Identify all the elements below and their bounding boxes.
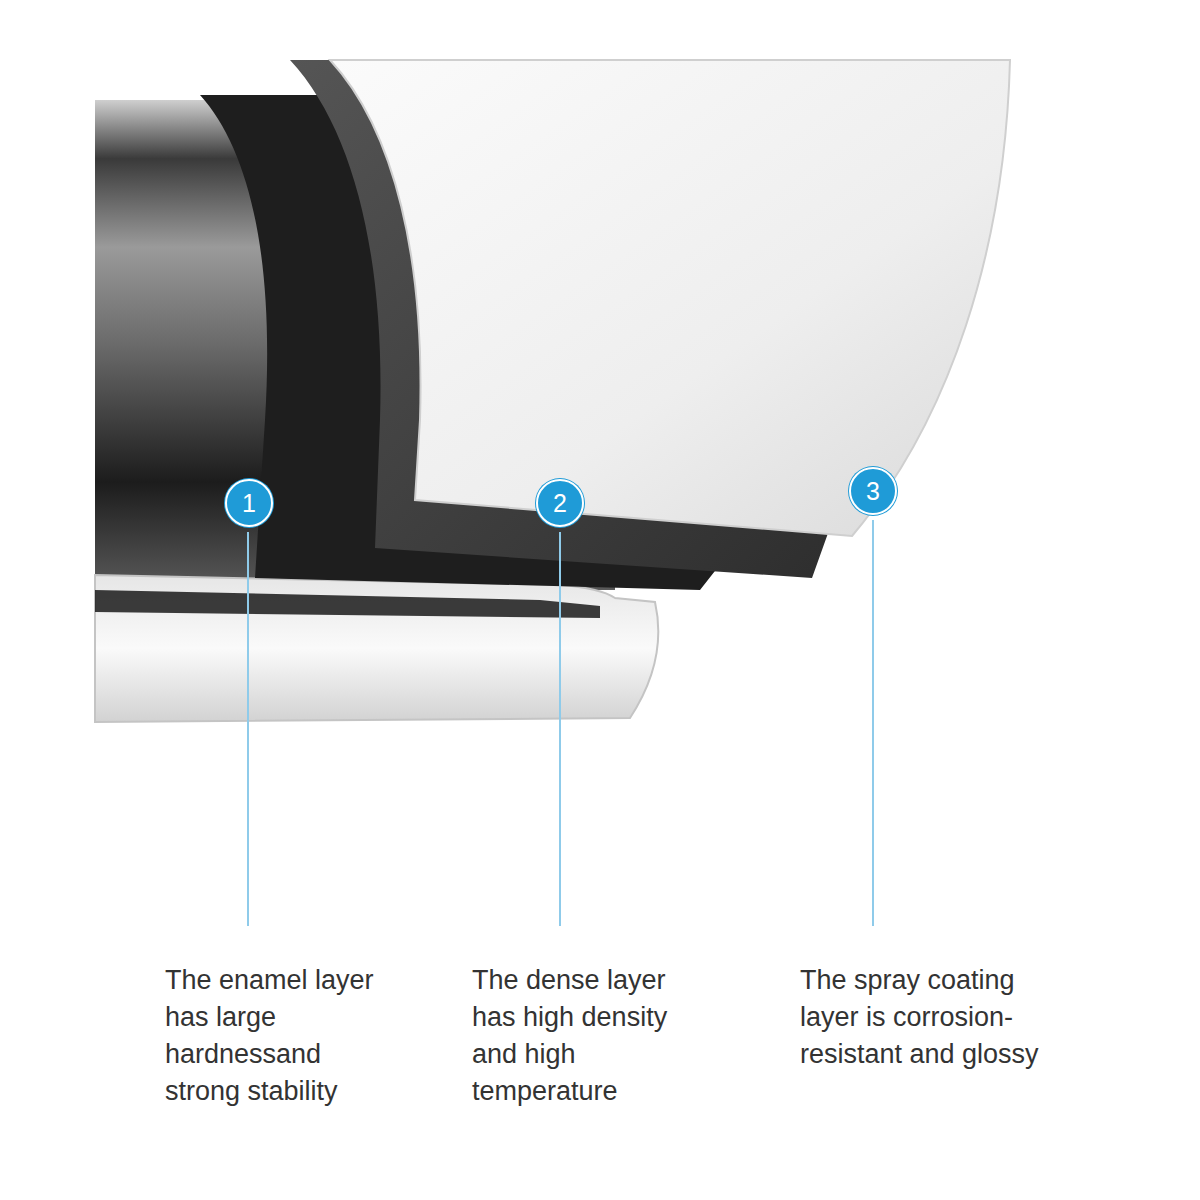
- callout-number: 2: [536, 479, 584, 527]
- leader-line: [247, 532, 249, 926]
- layer-description: The enamel layer has large hardnessand s…: [165, 962, 380, 1110]
- leader-line: [559, 532, 561, 926]
- tube-inner-shadow: [95, 590, 600, 618]
- leader-line: [872, 520, 874, 926]
- layer-description: The dense layer has high density and hig…: [472, 962, 712, 1110]
- callout-number: 1: [225, 479, 273, 527]
- callout-number: 3: [849, 467, 897, 515]
- layer-description: The spray coating layer is corrosion-res…: [800, 962, 1070, 1073]
- spray-coating-layer: [330, 60, 1010, 536]
- tube-lip: [95, 575, 658, 722]
- leader-lines: [248, 520, 873, 926]
